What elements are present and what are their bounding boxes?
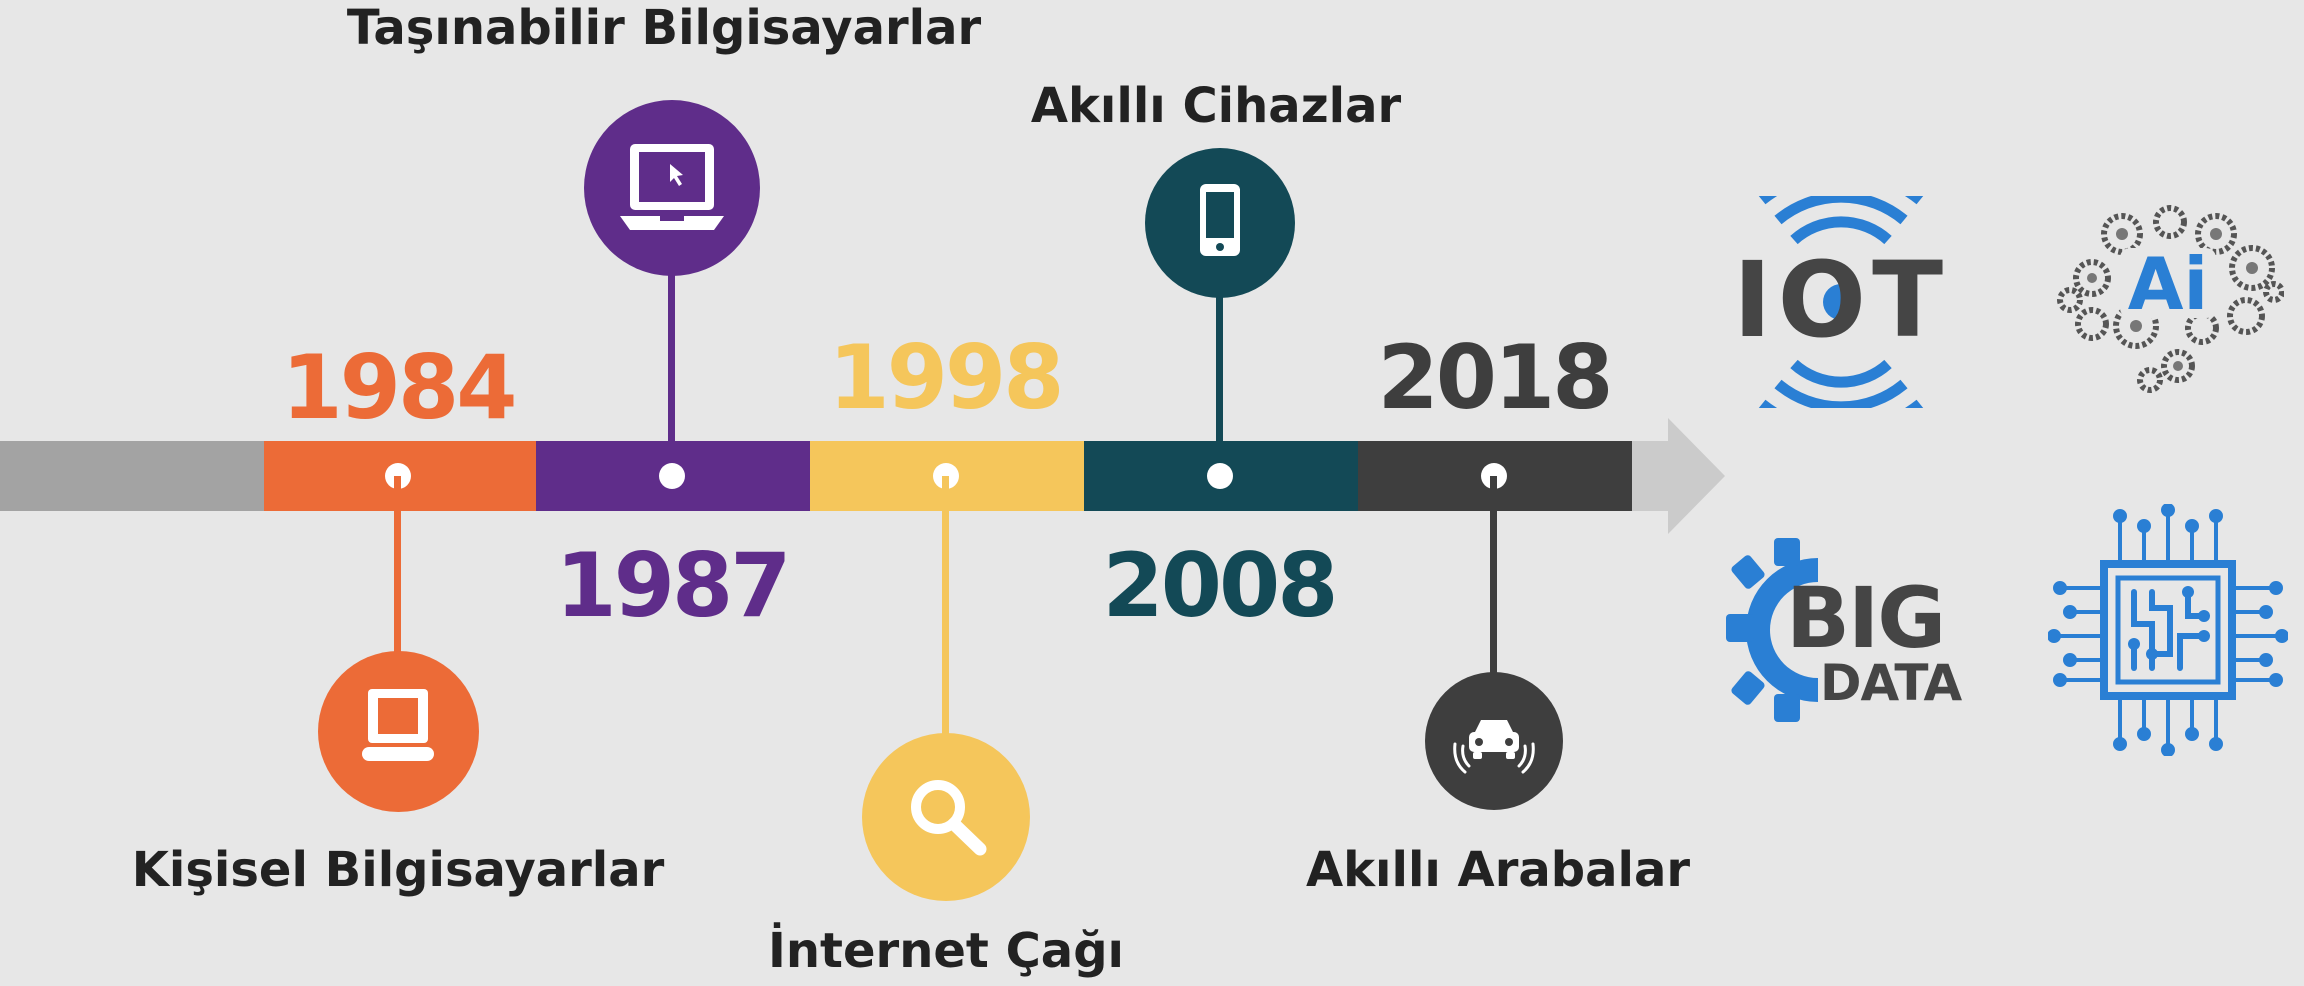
event-icon-2018 — [1425, 672, 1563, 810]
event-icon-1984 — [318, 651, 479, 812]
smart-car-icon — [1453, 720, 1535, 774]
label-1998: İnternet Çağı — [767, 923, 1125, 979]
year-1998: 1998 — [828, 326, 1065, 429]
stem-2018 — [1490, 476, 1497, 680]
event-icon-2008 — [1145, 148, 1295, 298]
timeline-arrow-head — [1668, 418, 1725, 534]
magnifier-icon — [911, 780, 987, 856]
year-2018: 2018 — [1377, 326, 1614, 429]
brain-gears-icon — [2057, 205, 2285, 393]
event-icon-1987 — [584, 100, 760, 276]
big-data-gear-logo: BIG DATA — [1726, 538, 1962, 722]
label-2008: Akıllı Cihazlar — [1030, 78, 1402, 134]
iot-logo-text: IOT — [1732, 239, 1950, 361]
label-2018: Akıllı Arabalar — [1305, 842, 1691, 898]
label-1984: Kişisel Bilgisayarlar — [131, 842, 665, 898]
timeline-dot-2008 — [1207, 463, 1233, 489]
smartphone-icon — [1200, 184, 1240, 256]
timeline-lead-segment — [0, 441, 264, 511]
timeline-arrow-shaft — [1632, 441, 1672, 511]
ai-logo-text: Ai — [2127, 242, 2209, 326]
stem-1998 — [942, 476, 949, 740]
gear-icon — [1726, 538, 1818, 722]
stem-1987 — [668, 250, 675, 448]
year-1987: 1987 — [555, 534, 792, 637]
big-data-text-big: BIG — [1786, 569, 1946, 667]
circuit-chip-icon — [2047, 503, 2289, 757]
year-2008: 2008 — [1102, 534, 1339, 637]
big-data-text-data: DATA — [1820, 654, 1962, 712]
label-1987: Taşınabilir Bilgisayarlar — [346, 0, 982, 56]
timeline-dot-1987 — [659, 463, 685, 489]
desktop-computer-icon — [362, 689, 434, 761]
stem-1984 — [394, 476, 401, 656]
stem-2008 — [1216, 290, 1223, 448]
iot-logo: IOT — [1726, 166, 1956, 438]
event-icon-1998 — [862, 733, 1030, 901]
ai-brain-gears-logo: Ai — [2052, 204, 2285, 400]
year-1984: 1984 — [281, 336, 518, 439]
laptop-icon — [620, 144, 724, 230]
circuit-chip-logo — [2047, 503, 2289, 757]
